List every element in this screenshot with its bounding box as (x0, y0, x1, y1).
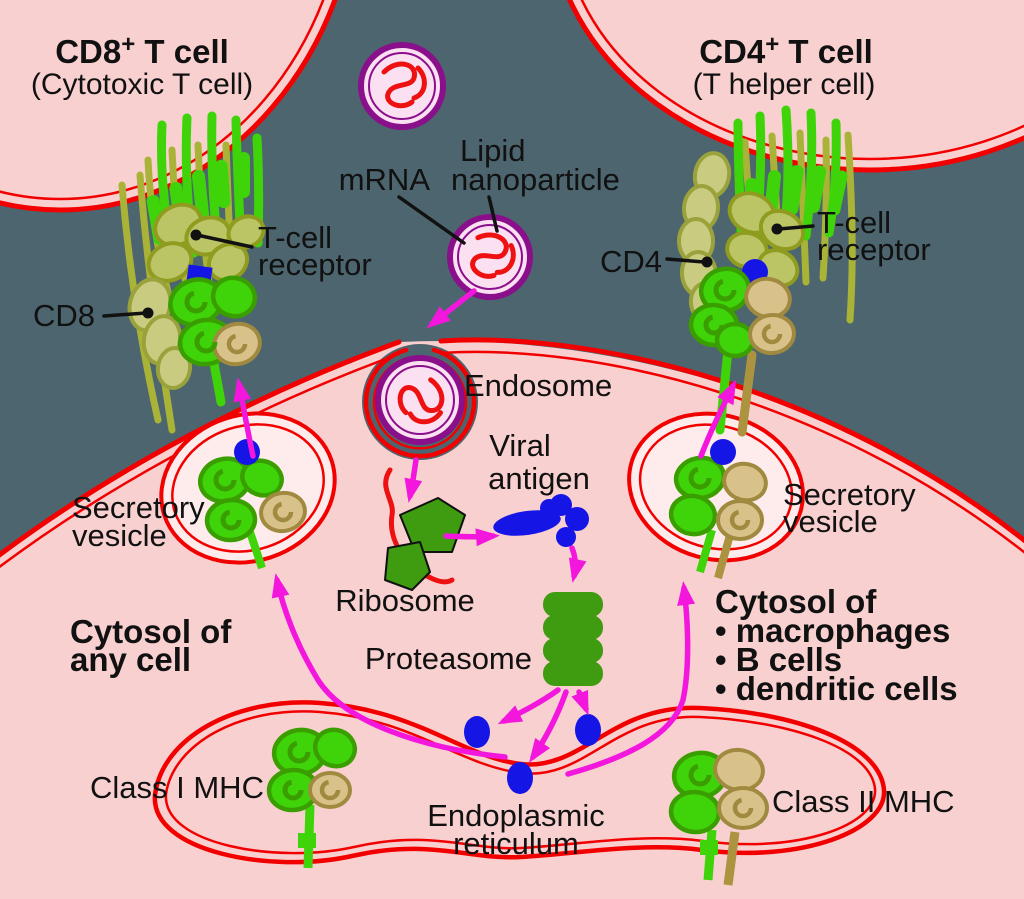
cd8-cell-subtitle: (Cytotoxic T cell) (31, 68, 253, 101)
tcr-right-pointer-line (777, 224, 815, 231)
trafficking-arrows (233, 288, 737, 777)
mrna-strand (383, 467, 455, 585)
lipid-nanoparticle-label-line2: nanoparticle (451, 162, 620, 197)
peptide-on-mhc (234, 439, 260, 465)
class-ii-mhc-molecule (668, 747, 769, 886)
synapse-cd8-complex (118, 111, 266, 434)
endoplasmic-reticulum-membrane (152, 700, 887, 865)
label-pointer-dots (142, 223, 783, 319)
er-label-line2: reticulum (453, 826, 579, 861)
cd4-cell-title: CD4+ T cell (699, 31, 873, 70)
cd4-label: CD4 (600, 244, 662, 279)
lipid-nanoparticle-top (358, 42, 446, 130)
tcr-right-label-line2: receptor (817, 232, 931, 267)
arrow-er-to-right-vesicle (565, 581, 696, 777)
arrow-nanoparticle-to-membrane (426, 288, 477, 329)
tcr-left-label-line2: receptor (258, 247, 372, 282)
viral-antigen-protein (493, 494, 589, 547)
class-i-mhc-molecule (266, 727, 358, 869)
t-cell-receptor-molecule (146, 202, 266, 283)
viral-antigen-label-line1: Viral (489, 428, 550, 463)
surface-mhc-ii-beta (744, 276, 796, 356)
class-i-mhc-label: Class I MHC (90, 770, 264, 805)
cd8-label: CD8 (33, 298, 95, 333)
peptide-fragments (464, 714, 601, 794)
cd8-cell-inner-membrane (0, 0, 325, 201)
label-pointers (102, 195, 815, 318)
secretory-vesicle-right-label-line1: Secretory (783, 477, 916, 512)
cytosol-apc-label-line1: Cytosol of (715, 583, 877, 620)
cd8-cell-title: CD8+ T cell (55, 31, 229, 70)
cytosol-apc-label-line3: • B cells (715, 641, 842, 678)
arrow-proteasome-to-peptide-er (529, 689, 569, 763)
endosome-pocket-membrane (363, 347, 477, 459)
arrow-endosome-to-ribosome (404, 457, 423, 503)
viral-antigen-label-line2: antigen (488, 461, 590, 496)
arrow-er-to-left-vesicle (271, 573, 508, 760)
cd4-pointer-line (665, 257, 706, 264)
mrna-label: mRNA (339, 162, 431, 197)
endosome-vesicle (375, 355, 465, 445)
arrow-left-vesicle-to-surface (233, 377, 256, 459)
arrow-proteasome-to-peptide-right (571, 689, 589, 716)
proteasome-label: Proteasome (365, 641, 532, 676)
cytosol-any-label-line1: Cytosol of (70, 613, 232, 650)
cd8-pointer-line (102, 311, 148, 318)
mrna-pointer-line (397, 195, 466, 245)
proteasome-barrel (543, 592, 603, 686)
ribosome-complex (383, 467, 466, 591)
synapse-cd4-complex (677, 105, 856, 437)
ribosome-label: Ribosome (335, 583, 475, 618)
mhc-ii-peptide-in-vesicle (668, 439, 768, 580)
cd8-t-cell-body (0, 0, 338, 213)
er-label-line1: Endoplasmic (427, 798, 604, 833)
arrow-antigen-to-proteasome (568, 545, 587, 583)
cytosol-any-label-line2: any cell (70, 641, 191, 678)
cd4-cell-subtitle: (T helper cell) (693, 68, 876, 101)
class-ii-mhc-label: Class II MHC (772, 784, 955, 819)
lipid-nanoparticle-entering (447, 214, 533, 300)
cd4-cell-inner-membrane (580, 0, 1024, 161)
tcr-left-label-line1: T-cell (258, 220, 332, 255)
secretory-vesicle-left-label-line2: vesicle (72, 518, 167, 553)
cytosol-apc-label-line2: • macrophages (715, 612, 950, 649)
lipid-nanoparticle-label-line1: Lipid (460, 133, 526, 168)
arrow-proteasome-to-peptide-left (497, 687, 561, 725)
cd4-t-cell-body (567, 0, 1024, 173)
secretory-vesicle-left-label-line1: Secretory (72, 490, 205, 525)
membrane-anchor-bars (742, 165, 848, 229)
surface-mhc-ii-alpha (688, 266, 756, 359)
peptide-on-mhc (710, 439, 736, 465)
arrow-right-vesicle-to-surface (698, 379, 737, 459)
tcr-right-label-line1: T-cell (817, 205, 891, 240)
cytosol-apc-label-line4: • dendritic cells (715, 670, 958, 707)
tcr-left-pointer-line (195, 233, 254, 249)
secretory-vesicle-right-label-line2: vesicle (783, 504, 878, 539)
endosome-label: Endosome (464, 368, 612, 403)
nanoparticle-pointer-line (487, 195, 499, 233)
arrow-ribosome-to-antigen (443, 528, 500, 547)
